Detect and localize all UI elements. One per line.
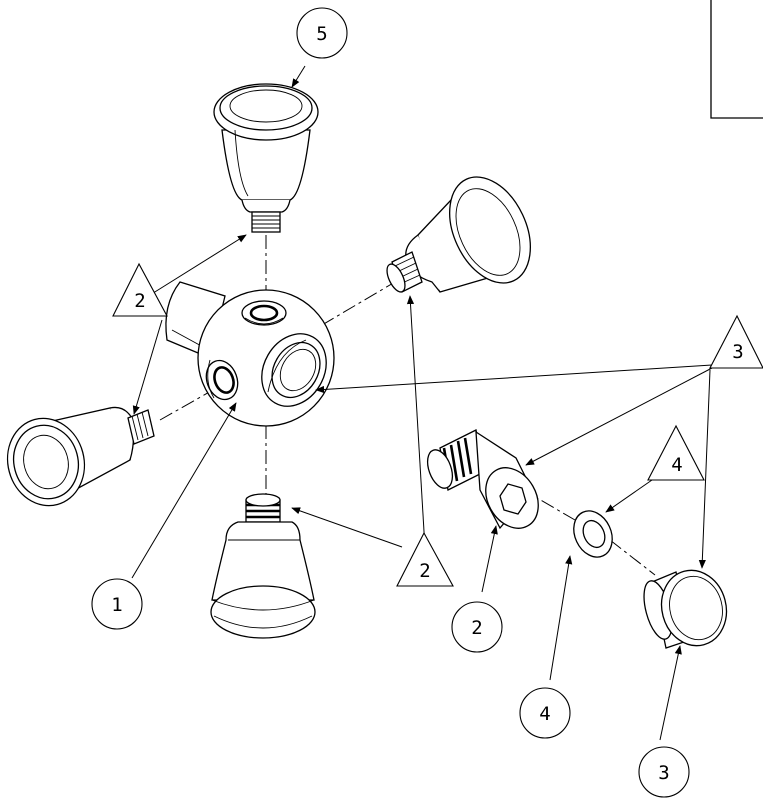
cap-screw-part	[426, 429, 539, 530]
balloon-1-label: 1	[111, 594, 122, 616]
balloon-4-label: 4	[539, 703, 550, 725]
balloon-2-label: 2	[471, 617, 482, 639]
balloon-4: 4	[519, 687, 571, 739]
balloon-3-label: 3	[658, 762, 669, 784]
balloon-2: 2	[451, 601, 503, 653]
hub-sphere-part	[165, 281, 335, 427]
washer-part	[573, 510, 613, 558]
button-cap-part	[643, 569, 728, 649]
leader-lines	[131, 65, 713, 741]
balloon-1: 1	[91, 578, 143, 630]
balloon-3: 3	[638, 746, 690, 798]
title-block-frame	[710, 0, 763, 119]
triangle-4-label: 4	[671, 454, 682, 476]
bottom-cup-part	[210, 493, 316, 639]
triangle-2-left-label: 2	[134, 290, 145, 312]
triangle-callout-4: 4	[647, 424, 705, 481]
balloon-5: 5	[296, 7, 348, 59]
upper-right-cup-part	[386, 176, 531, 293]
triangle-2-bottom-label: 2	[419, 560, 430, 582]
triangle-callout-3: 3	[709, 314, 763, 369]
top-cup-part	[213, 83, 319, 233]
triangle-callout-2-left: 2	[112, 262, 168, 317]
left-cup-part	[6, 406, 155, 507]
triangle-3-label: 3	[732, 341, 743, 363]
balloon-5-label: 5	[316, 23, 327, 45]
triangle-callout-2-bottom: 2	[396, 531, 454, 587]
